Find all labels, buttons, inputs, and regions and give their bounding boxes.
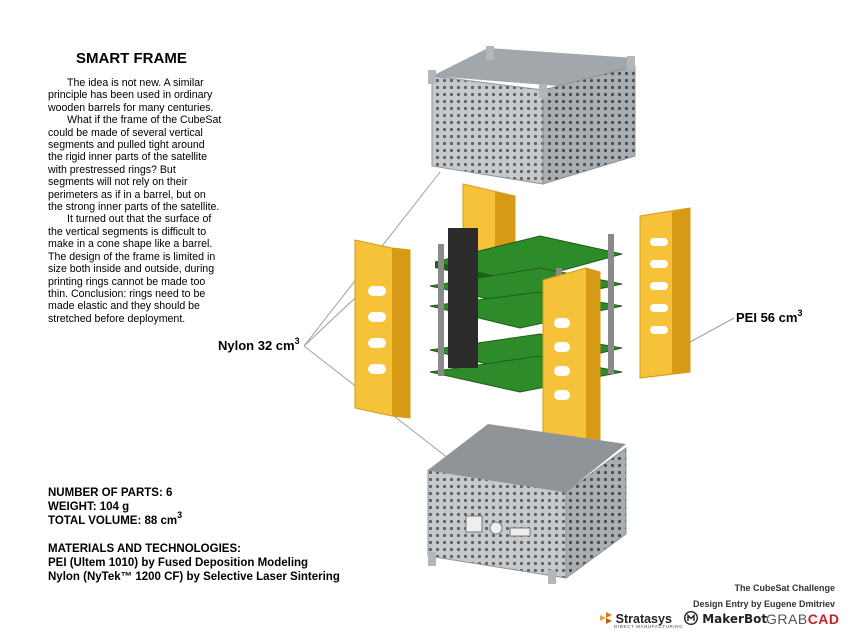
paragraph-concept: What if the frame of the CubeSat could b… [48, 114, 222, 214]
stratasys-mark-icon [600, 612, 612, 624]
callout-nylon-exponent: 3 [294, 336, 300, 346]
stratasys-name: Stratasys [615, 612, 672, 626]
makerbot-logo: MakerBot [683, 610, 768, 626]
grabcad-cad-text: CAD [807, 611, 840, 627]
materials-header: MATERIALS AND TECHNOLOGIES: [48, 543, 241, 555]
nylon-segment-front [542, 267, 601, 453]
material-pei: PEI (Ultem 1010) by Fused Deposition Mod… [48, 557, 309, 569]
nylon-segment-left [354, 239, 411, 419]
spec-total-volume: TOTAL VOLUME: 88 cm3 [48, 511, 182, 528]
grabcad-grab-text: GRAB [766, 611, 808, 627]
callout-nylon-label: Nylon 32 cm [218, 338, 295, 353]
grabcad-logo: GRABCAD [766, 611, 840, 627]
stratasys-tagline: DIRECT MANUFACTURING [614, 624, 684, 629]
callout-pei-exponent: 3 [797, 308, 803, 318]
stratasys-logo: Stratasys DIRECT MANUFACTURING [600, 611, 683, 629]
top-cage [428, 46, 636, 185]
description-text: The idea is not new. A similar principle… [48, 77, 222, 325]
spec-number-of-parts: NUMBER OF PARTS: 6 [48, 487, 173, 499]
material-nylon: Nylon (NyTek™ 1200 CF) by Selective Lase… [48, 571, 340, 583]
page-title: SMART FRAME [76, 50, 187, 67]
makerbot-name: MakerBot [702, 612, 768, 626]
spec-weight: WEIGHT: 104 g [48, 501, 130, 513]
paragraph-conclusion: It turned out that the surface of the ve… [48, 213, 216, 325]
pei-segment-right [639, 207, 691, 379]
spec-total-volume-label: TOTAL VOLUME: 88 cm [48, 515, 178, 527]
callout-pei: PEI 56 cm3 [736, 308, 803, 326]
callout-pei-label: PEI 56 cm [736, 310, 798, 325]
spec-total-volume-exponent: 3 [177, 510, 183, 520]
credit-challenge: The CubeSat Challenge [734, 583, 835, 593]
credit-designer: Design Entry by Eugene Dmitriev [692, 599, 835, 609]
bottom-cage [427, 424, 627, 584]
pcb-stack [429, 228, 623, 393]
makerbot-m-icon [683, 610, 699, 626]
paragraph-history: The idea is not new. A similar principle… [48, 77, 214, 114]
callout-nylon: Nylon 32 cm3 [218, 336, 300, 354]
